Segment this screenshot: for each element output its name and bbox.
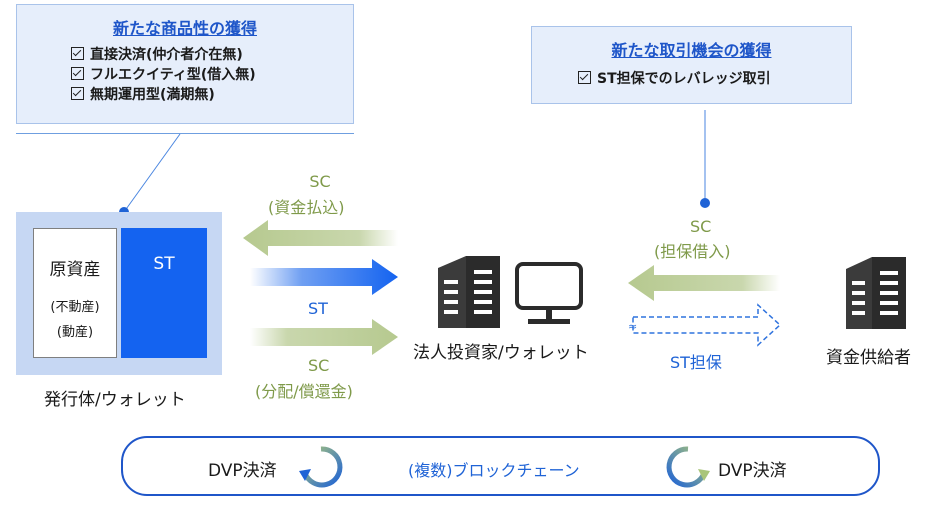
investor-caption: 法人投資家/ウォレット — [413, 343, 589, 363]
callout-new-product: 新たな商品性の獲得 直接決済(仲介者介在無) フルエクイティ型(借入無) 無期運… — [16, 4, 354, 124]
sc-distribution-arrow — [250, 319, 398, 355]
st-token-box: ST — [121, 228, 207, 358]
sc-payin-arrow — [243, 220, 398, 256]
st-flow-label: ST — [308, 299, 328, 318]
st-transfer-arrow — [250, 259, 398, 295]
underlying-asset-box: 原資産 (不動産) (動産) — [33, 228, 117, 358]
blockchain-center-label: (複数)ブロックチェーン — [408, 461, 580, 480]
checkbox-icon — [71, 67, 84, 80]
callout-new-product-title: 新たな商品性の獲得 — [112, 19, 257, 38]
checklist-item: フルエクイティ型(借入無) — [71, 65, 353, 85]
sc-distribution-sub-label: (分配/償還金) — [255, 382, 353, 401]
sc-borrowing-sub-label: (担保借入) — [654, 242, 731, 261]
callout-new-opportunity: 新たな取引機会の獲得 ST担保でのレバレッジ取引 — [531, 26, 852, 104]
asset-sub-real-estate: (不動産) — [50, 300, 100, 315]
checkbox-icon — [578, 71, 591, 84]
dvp-cycle-icon — [666, 446, 710, 488]
dvp-cycle-icon — [299, 446, 343, 488]
checkbox-icon — [71, 87, 84, 100]
lender-building-icon — [846, 257, 906, 329]
investor-computer-icon — [515, 262, 583, 324]
dvp-left-label: DVP決済 — [208, 461, 277, 481]
issuer-caption: 発行体/ウォレット — [44, 390, 186, 410]
checklist-item: ST担保でのレバレッジ取引 — [578, 69, 851, 89]
lender-caption: 資金供給者 — [826, 348, 911, 368]
st-collateral-arrow — [632, 303, 782, 347]
connector-dot — [700, 198, 710, 208]
investor-building-icon — [438, 256, 500, 328]
checklist-item: 無期運用型(満期無) — [71, 85, 353, 105]
sc-distribution-label: SC — [308, 356, 330, 375]
st-collateral-label: ST担保 — [670, 353, 722, 372]
checkbox-icon — [71, 47, 84, 60]
st-box-label: ST — [153, 254, 175, 274]
checklist-item: 直接決済(仲介者介在無) — [71, 45, 353, 65]
sc-payin-sub-label: (資金払込) — [268, 198, 345, 217]
sc-borrowing-arrow — [628, 265, 780, 301]
sc-borrowing-label: SC — [690, 217, 712, 236]
callout-new-opportunity-title: 新たな取引機会の獲得 — [611, 41, 772, 60]
asset-sub-movables: (動産) — [56, 325, 94, 340]
callout-underline — [16, 133, 354, 134]
sc-payin-label: SC — [309, 172, 331, 191]
dvp-right-label: DVP決済 — [718, 461, 787, 481]
asset-title: 原資産 — [49, 260, 101, 280]
wavy-break-mark: ≈ — [628, 320, 637, 333]
blockchain-bar — [121, 436, 880, 496]
